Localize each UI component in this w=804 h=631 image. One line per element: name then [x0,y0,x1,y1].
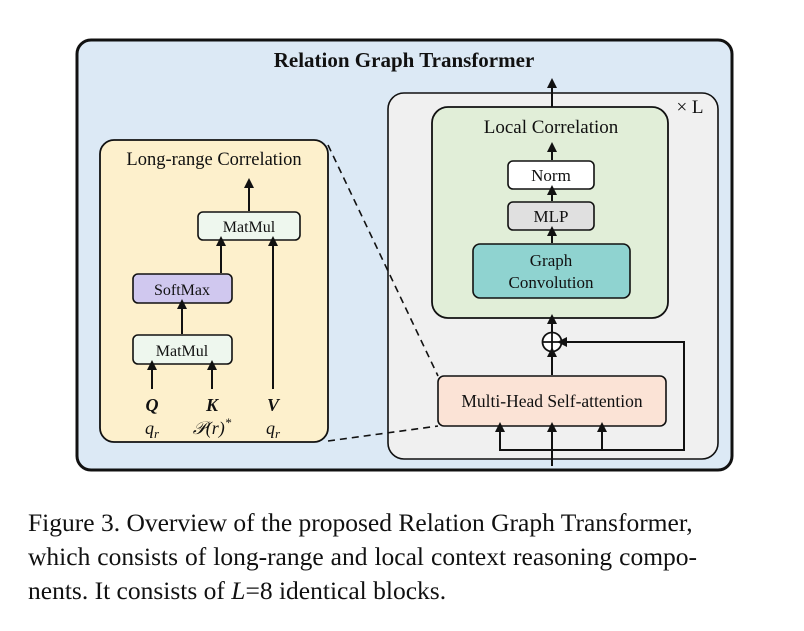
q-label: Q [146,395,159,415]
caption-variable-l: L [231,576,246,605]
mlp-label: MLP [534,207,569,226]
norm-label: Norm [531,166,571,185]
matmul-top-box [197,211,301,241]
diagram-title: Relation Graph Transformer [274,48,535,72]
q-source-label: qr [145,418,160,441]
figure-caption: Figure 3. Overview of the proposed Relat… [28,506,786,608]
long-range-correlation-title: Long-range Correlation [126,150,301,170]
v-source-label: qr [266,418,281,441]
graph-convolution-label-line2: Convolution [508,273,594,292]
residual-connection [552,337,685,451]
k-source-label: 𝒫(r)* [193,415,232,439]
softmax-label: SoftMax [154,282,210,299]
graph-convolution-label-line1: Graph [530,251,573,270]
caption-line-3: nents. It consists of L=8 identical bloc… [28,576,447,605]
graph-convolution-box [472,243,631,299]
local-correlation-title: Local Correlation [484,117,619,138]
k-label: K [205,395,220,415]
zoom-line-bottom [327,425,439,442]
matmul-top-label: MatMul [223,219,276,236]
caption-line-2: which consists of long-range and local c… [28,542,698,571]
repeat-label: × L [676,97,703,118]
v-label: V [267,395,281,415]
matmul-bottom-label: MatMul [156,343,209,360]
input-branch-right [552,422,607,451]
input-branch-left [495,422,552,451]
caption-line-1: Figure 3. Overview of the proposed Relat… [28,508,693,537]
attention-label: Multi-Head Self-attention [461,391,643,411]
zoom-line-top [327,144,439,377]
matmul-bottom-box [132,334,233,365]
